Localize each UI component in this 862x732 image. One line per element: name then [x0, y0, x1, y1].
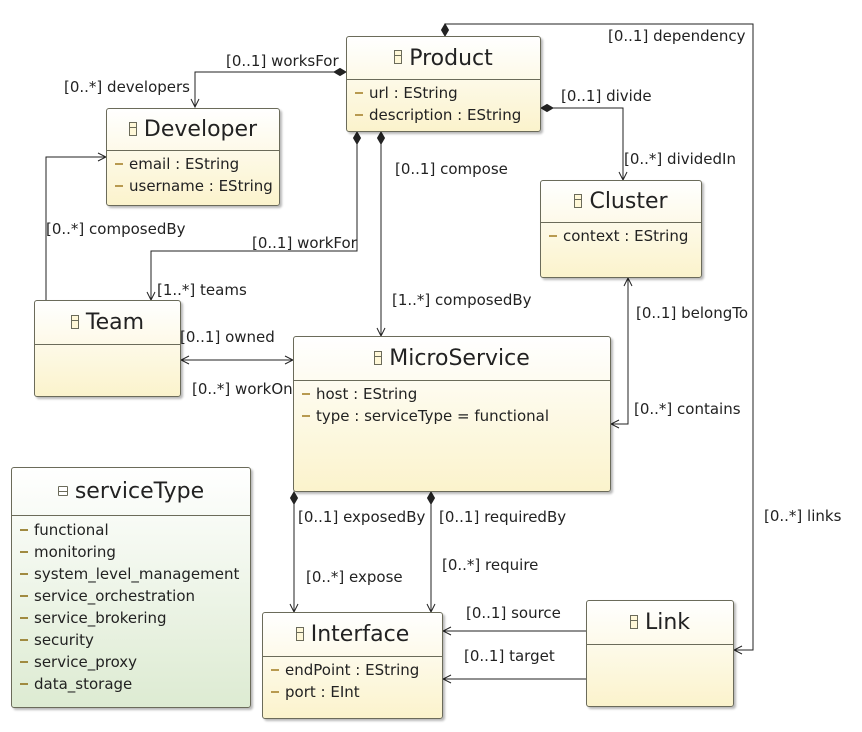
- label-works-for: [0..1] worksFor: [226, 52, 339, 70]
- class-icon: [574, 193, 583, 208]
- label-required-by: [0..1] requiredBy: [439, 508, 567, 526]
- attribute[interactable]: email : EString: [107, 153, 279, 175]
- class-header: Team: [35, 301, 180, 345]
- class-link[interactable]: Link: [586, 600, 734, 707]
- label-belong-to: [0..1] belongTo: [636, 304, 749, 322]
- label-divided-in: [0..*] dividedIn: [624, 150, 736, 168]
- label-compose: [0..1] compose: [395, 160, 508, 178]
- class-developer[interactable]: Developer email : EString username : ESt…: [106, 108, 280, 206]
- attribute[interactable]: port : EInt: [263, 681, 442, 703]
- class-microservice[interactable]: MicroService host : EString type : servi…: [293, 336, 611, 492]
- class-name: Product: [409, 45, 493, 71]
- label-source: [0..1] source: [466, 604, 561, 622]
- class-header: Developer: [107, 109, 279, 151]
- literal-icon: [20, 683, 28, 685]
- class-header: Link: [587, 601, 733, 645]
- class-product[interactable]: Product url : EString description : EStr…: [346, 36, 541, 132]
- class-name: Team: [85, 310, 145, 335]
- edge-dependency: [445, 24, 754, 650]
- attribute[interactable]: context : EString: [541, 225, 701, 247]
- attribute-icon: [115, 185, 123, 187]
- enum-literal[interactable]: functional: [12, 519, 250, 541]
- literal-icon: [20, 661, 28, 663]
- label-work-for: [0..1] workFor: [252, 234, 357, 252]
- class-header: Cluster: [541, 181, 701, 223]
- class-interface[interactable]: Interface endPoint : EString port : EInt: [262, 612, 443, 719]
- class-cluster[interactable]: Cluster context : EString: [540, 180, 702, 278]
- attribute-icon: [302, 415, 310, 417]
- attribute-icon: [302, 393, 310, 395]
- label-developers: [0..*] developers: [64, 78, 190, 96]
- class-icon: [629, 614, 638, 629]
- edge-work-for: [151, 132, 357, 300]
- literal-icon: [20, 595, 28, 597]
- label-divide: [0..1] divide: [561, 87, 652, 105]
- attribute[interactable]: host : EString: [294, 383, 610, 405]
- edge-divide: [541, 108, 623, 180]
- class-icon: [394, 50, 403, 64]
- class-icon: [374, 350, 383, 365]
- class-name: Link: [644, 610, 691, 635]
- enum-name: serviceType: [74, 479, 205, 504]
- label-dependency: [0..1] dependency: [608, 27, 746, 45]
- literal-icon: [20, 529, 28, 531]
- label-composed-by-dev: [0..*] composedBy: [46, 220, 186, 238]
- enum-icon: [57, 485, 68, 496]
- class-name: Cluster: [589, 189, 668, 214]
- attribute[interactable]: endPoint : EString: [263, 659, 442, 681]
- attribute[interactable]: type : serviceType = functional: [294, 405, 610, 427]
- enum-literal[interactable]: service_proxy: [12, 651, 250, 673]
- label-expose: [0..*] expose: [306, 568, 403, 586]
- label-teams: [1..*] teams: [157, 281, 247, 299]
- class-icon: [70, 314, 79, 329]
- literal-icon: [20, 573, 28, 575]
- enum-literal[interactable]: data_storage: [12, 673, 250, 695]
- enum-header: serviceType: [12, 468, 250, 516]
- edge-composed-by-dev: [45, 157, 106, 300]
- label-target: [0..1] target: [464, 647, 555, 665]
- label-composed-by-ms: [1..*] composedBy: [392, 291, 532, 309]
- class-name: Developer: [143, 117, 258, 142]
- label-exposed-by: [0..1] exposedBy: [298, 508, 426, 526]
- attribute-icon: [549, 235, 557, 237]
- label-contains: [0..*] contains: [634, 400, 741, 418]
- enum-literal[interactable]: security: [12, 629, 250, 651]
- label-links: [0..*] links: [764, 507, 842, 525]
- class-header: MicroService: [294, 337, 610, 381]
- attribute-icon: [355, 114, 363, 116]
- enum-literal[interactable]: service_orchestration: [12, 585, 250, 607]
- enum-literal[interactable]: service_brokering: [12, 607, 250, 629]
- class-name: MicroService: [389, 346, 530, 371]
- edge-works-for: [195, 72, 346, 107]
- label-owned: [0..1] owned: [180, 328, 275, 346]
- attribute-icon: [115, 163, 123, 165]
- edge-belong-to-contains: [611, 278, 628, 424]
- class-header: Product: [347, 37, 540, 80]
- attribute[interactable]: description : EString: [347, 104, 540, 126]
- literal-icon: [20, 639, 28, 641]
- class-icon: [295, 626, 304, 641]
- attribute-icon: [355, 92, 363, 94]
- class-icon: [128, 121, 137, 136]
- attribute[interactable]: username : EString: [107, 175, 279, 197]
- literal-icon: [20, 617, 28, 619]
- enum-literal[interactable]: system_level_management: [12, 563, 250, 585]
- enum-literal[interactable]: monitoring: [12, 541, 250, 563]
- enum-service-type[interactable]: serviceType functional monitoring system…: [11, 467, 251, 708]
- attribute-icon: [271, 691, 279, 693]
- class-team[interactable]: Team: [34, 300, 181, 397]
- class-name: Interface: [310, 622, 410, 647]
- label-work-on: [0..*] workOn: [192, 380, 293, 398]
- attribute[interactable]: url : EString: [347, 82, 540, 104]
- class-header: Interface: [263, 613, 442, 657]
- literal-icon: [20, 551, 28, 553]
- label-require: [0..*] require: [442, 556, 539, 574]
- attribute-icon: [271, 669, 279, 671]
